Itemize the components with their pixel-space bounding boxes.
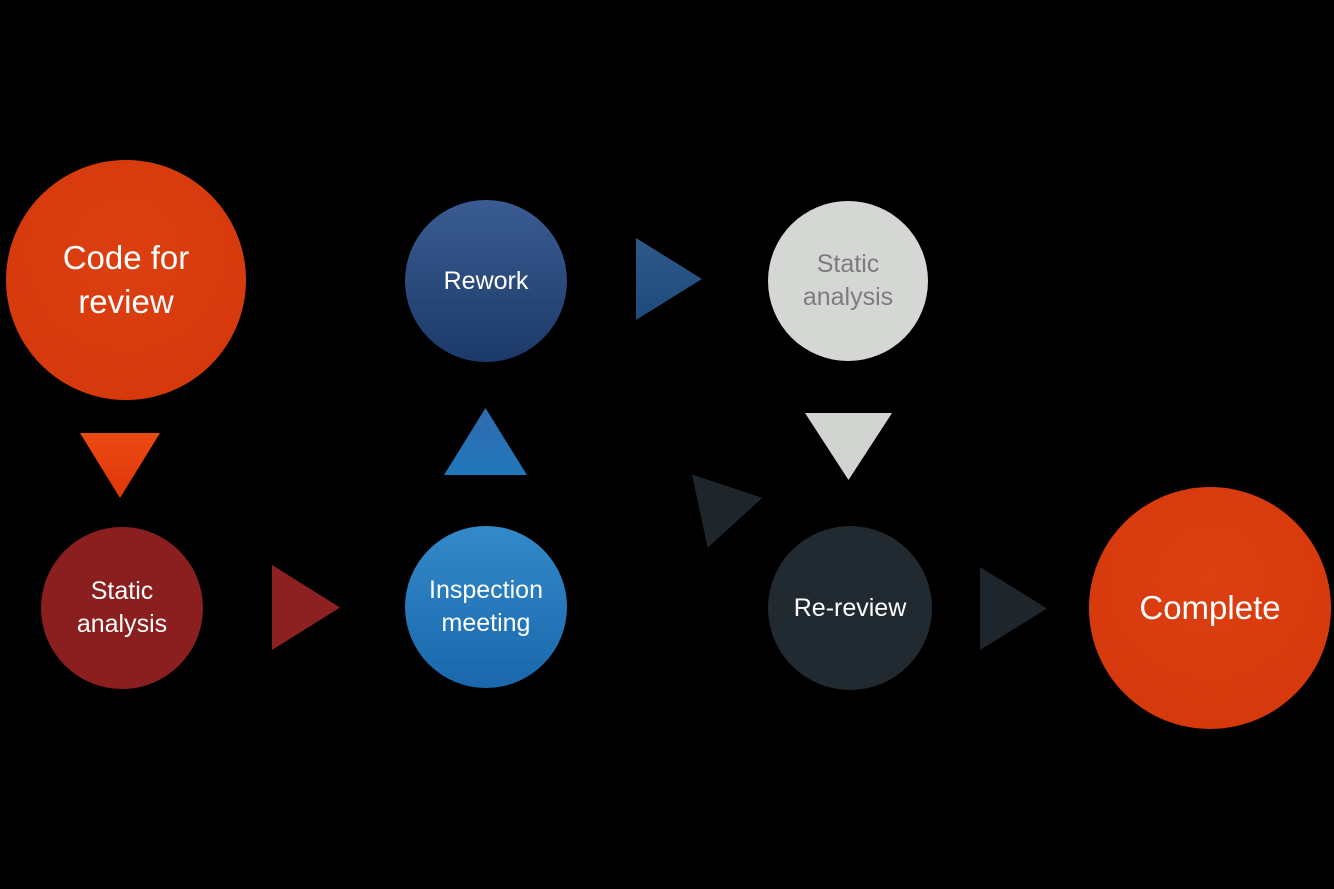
node-static-analysis-2: Static analysis [768,201,928,361]
node-static-analysis-1: Static analysis [41,527,203,689]
arrow-right-rereview-to-complete-icon [980,567,1047,650]
arrow-right-static-analysis-to-inspection-icon [272,565,340,650]
node-inspection-meeting: Inspection meeting [405,526,567,688]
node-re-review: Re-review [768,526,932,690]
node-code-for-review-label: Code for review [62,239,190,320]
node-rework: Rework [405,200,567,362]
node-static-analysis-1-label: Static analysis [76,577,168,638]
arrow-down-code-to-static-analysis-icon [80,433,160,498]
arrow-right-rework-to-static-analysis-icon [636,238,702,320]
arrow-diagonal-inspection-to-rereview-icon [692,461,770,548]
node-complete-label: Complete [1139,589,1281,627]
arrow-up-inspection-to-rework-icon [444,408,527,475]
node-code-for-review: Code for review [6,160,246,400]
node-re-review-label: Re-review [793,593,907,622]
node-static-analysis-2-label: Static analysis [802,250,894,311]
node-complete: Complete [1089,487,1331,729]
node-inspection-meeting-label: Inspection meeting [429,576,543,637]
node-rework-label: Rework [443,266,529,295]
arrow-down-static-analysis-to-rereview-icon [805,413,892,480]
